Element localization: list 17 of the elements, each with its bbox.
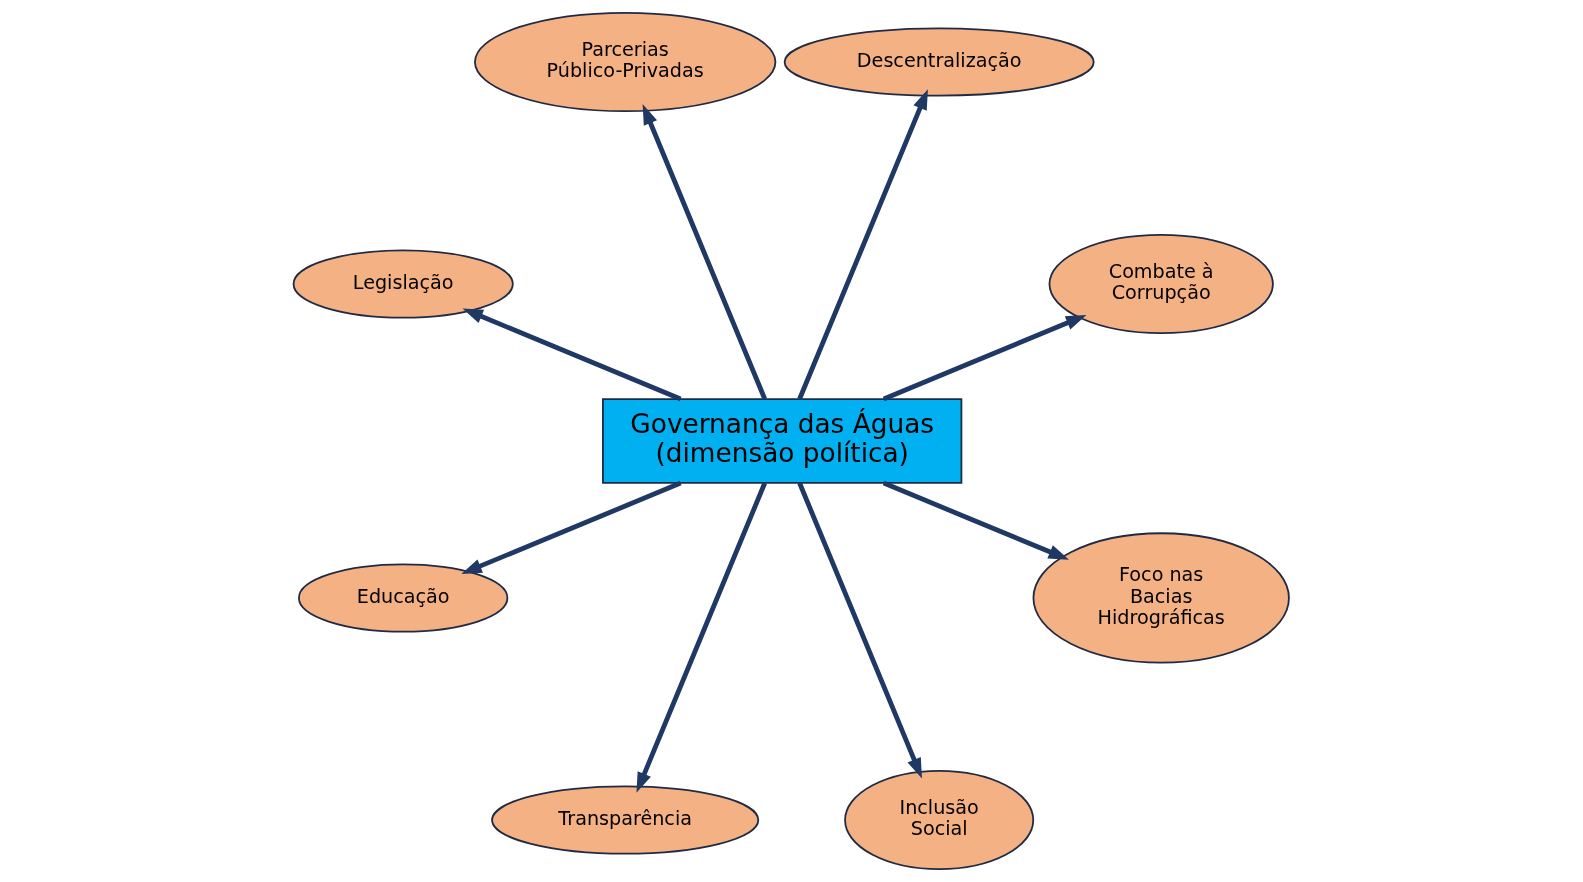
arrow bbox=[462, 308, 682, 402]
node-ellipse: Descentralização bbox=[783, 27, 1095, 97]
arrow bbox=[636, 482, 767, 793]
arrow bbox=[797, 89, 928, 400]
arrow bbox=[797, 482, 922, 779]
arrow bbox=[882, 480, 1069, 560]
node-box: Governança das Águas (dimensão política) bbox=[602, 398, 963, 484]
node-ellipse: Inclusão Social bbox=[844, 769, 1035, 871]
node-ellipse: Legislação bbox=[292, 249, 514, 319]
arrow bbox=[461, 480, 682, 574]
node-ellipse: Parcerias Público-Privadas bbox=[474, 11, 777, 113]
node-ellipse: Educação bbox=[298, 563, 509, 633]
arrow bbox=[882, 314, 1087, 402]
node-ellipse: Foco nas Bacias Hidrográficas bbox=[1032, 532, 1290, 664]
arrow bbox=[642, 104, 767, 400]
node-ellipse: Combate à Corrupção bbox=[1048, 233, 1274, 335]
node-ellipse: Transparência bbox=[491, 785, 760, 855]
